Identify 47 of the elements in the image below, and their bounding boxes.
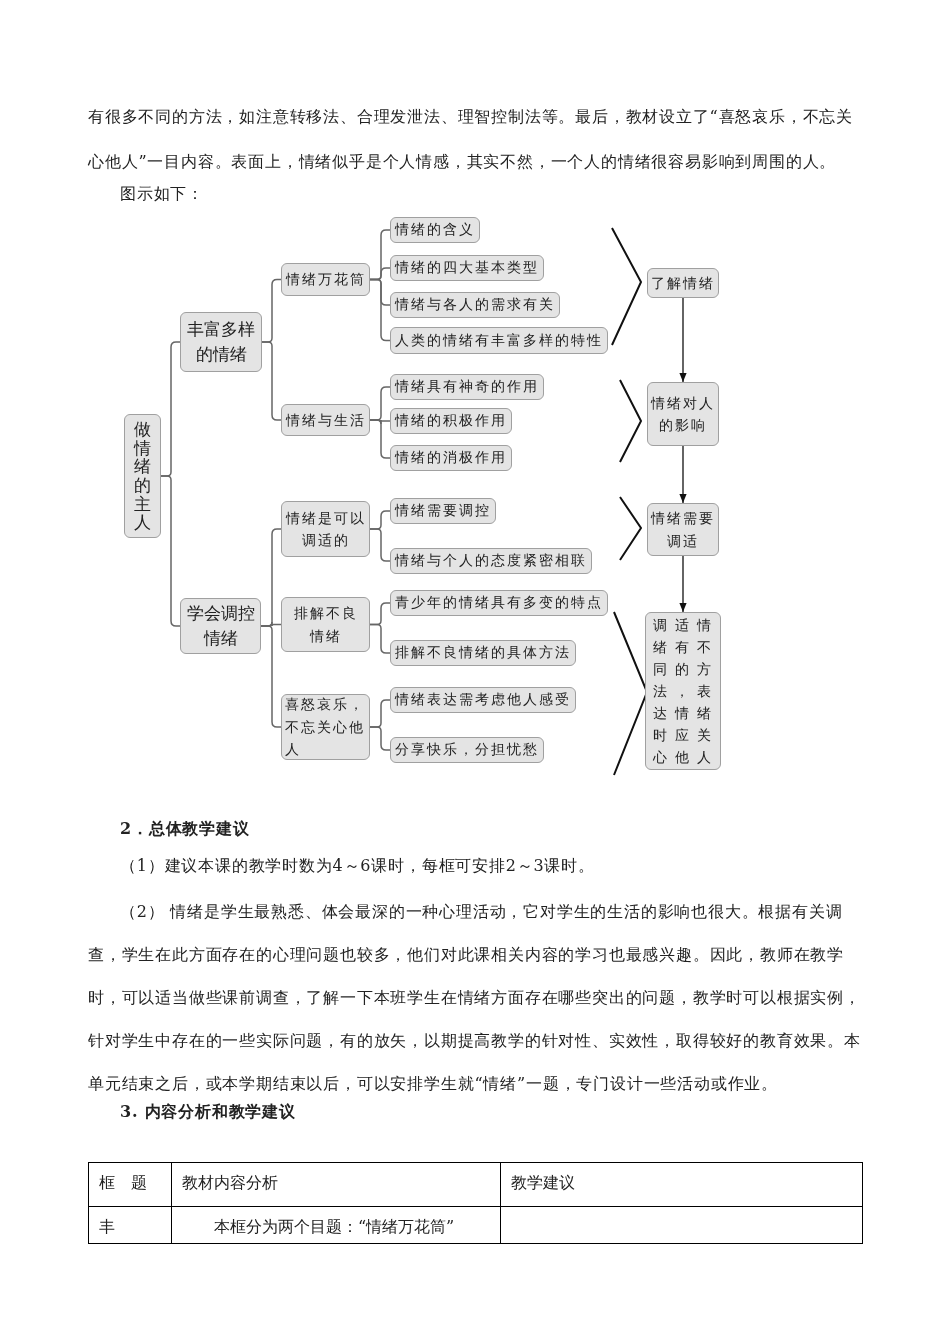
section-heading: 2．总体教学建议 bbox=[120, 818, 251, 840]
table-cell-text: 丰 bbox=[99, 1217, 115, 1236]
column-header: 教材内容分析 bbox=[181, 1173, 278, 1192]
bracket-connector bbox=[261, 341, 282, 421]
bracket-connector bbox=[369, 278, 391, 342]
topic-box: 情绪的积极作用 bbox=[390, 408, 512, 434]
topic-box: 情绪与各人的需求有关 bbox=[390, 292, 560, 318]
arrow bbox=[679, 555, 687, 613]
paragraph: 图示如下： bbox=[120, 183, 205, 205]
topic-box: 排解不良情绪的具体方法 bbox=[390, 640, 576, 666]
topic-box: 情绪的含义 bbox=[390, 217, 480, 243]
bracket-connector bbox=[260, 625, 282, 728]
category-box: 做情绪的主人 bbox=[124, 414, 161, 538]
topic-box: 情绪具有神奇的作用 bbox=[390, 374, 544, 400]
category-box: 了解情绪 bbox=[647, 268, 719, 298]
table-cell-text: 本框分为两个目题：“情绪万花筒” bbox=[212, 1217, 455, 1236]
category-box: 情绪需要调适 bbox=[647, 503, 719, 556]
bracket-connector bbox=[369, 726, 391, 751]
section-heading: 3. 内容分析和教学建议 bbox=[120, 1101, 297, 1123]
column-header: 框 题 bbox=[99, 1173, 147, 1192]
topic-box: 情绪需要调控 bbox=[390, 498, 496, 524]
topic-box: 分享快乐，分担忧愁 bbox=[390, 737, 544, 763]
paragraph: （2） 情绪是学生最熟悉、体会最深的一种心理活动，它对学生的生活的影响也很大。根据有关调查，学生在此方面存在的心理问题也较多，他们对此课相关内容的学习也最感兴趣。因此，教师在教学时，可以适当做些课前调查，了解一下本班学生在情绪方面存在哪些突出的问题，教学时可以根据实例，针对学生中存在的一些实际问题，有的放矢，以期提高教学的针对性、实效性，取得较好的教育效果。本单元结束之后，或本学期结束以后，可以安排学生就“情绪”一题，专门设计一些活动或作业。 bbox=[88, 901, 862, 1095]
bracket-connector bbox=[369, 623, 391, 654]
topic-box: 情绪与个人的态度紧密相联 bbox=[390, 548, 592, 574]
topic-box: 青少年的情绪具有多变的特点 bbox=[390, 590, 608, 616]
category-box: 情绪对人的影响 bbox=[647, 382, 719, 446]
topic-box: 情绪的四大基本类型 bbox=[390, 255, 544, 281]
topic-box: 情绪的消极作用 bbox=[390, 445, 512, 471]
bracket-connector bbox=[369, 528, 391, 562]
paragraph: （1）建议本课的教学时数为4～6课时，每框可安排2～3课时。 bbox=[120, 855, 596, 877]
category-box: 情绪是可以调适的 bbox=[281, 501, 370, 557]
bracket-connector bbox=[369, 419, 391, 459]
category-box: 学会调控情绪 bbox=[180, 598, 261, 654]
paragraph: 有很多不同的方法，如注意转移法、合理发泄法、理智控制法等。最后，教材设立了“喜怒哀乐，不忘关心他人”一目内容。表面上，情绪似乎是个人情感，其实不然，一个人的情绪很容易影响到周围的人。 bbox=[88, 106, 854, 173]
topic-box: 情绪表达需考虑他人感受 bbox=[390, 687, 576, 713]
category-box: 喜怒哀乐，不忘关心他人 bbox=[281, 694, 370, 760]
category-box: 情绪与生活 bbox=[281, 404, 370, 436]
column-header: 教学建议 bbox=[510, 1173, 575, 1192]
arrow bbox=[679, 297, 687, 383]
category-box: 调适情绪有不同的方法，表达情绪时应关心他人 bbox=[645, 612, 721, 770]
category-box: 情绪万花筒 bbox=[281, 263, 370, 296]
arrow bbox=[679, 445, 687, 504]
category-box: 排解不良情绪 bbox=[281, 597, 370, 652]
bracket-connector bbox=[160, 475, 181, 627]
topic-box: 人类的情绪有丰富多样的特性 bbox=[390, 327, 608, 354]
category-box: 丰富多样的情绪 bbox=[180, 312, 262, 372]
